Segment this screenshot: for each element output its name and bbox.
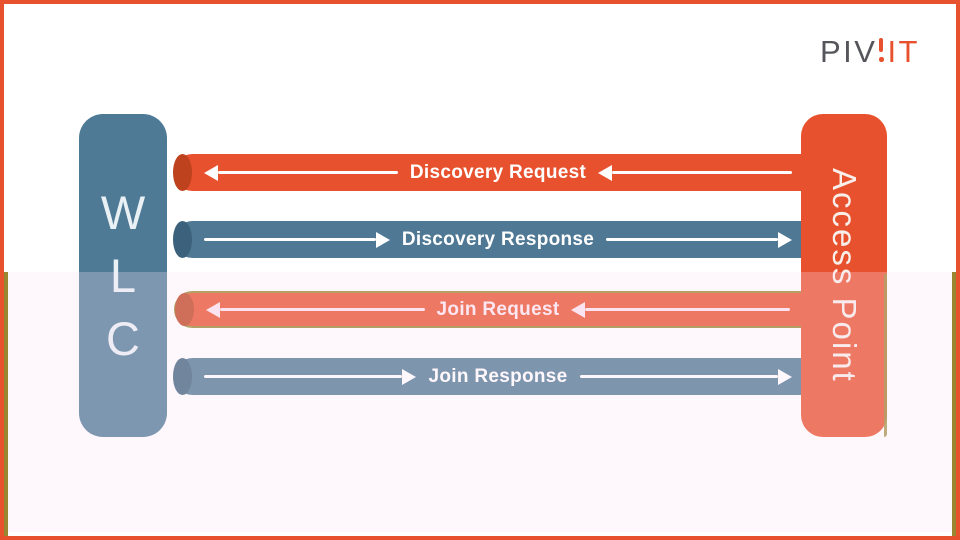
arrow-left-icon: [206, 301, 425, 318]
arrow-right-icon: [606, 231, 793, 248]
arrow-right-icon: [579, 368, 793, 385]
flow-discovery-request: Discovery Request: [173, 154, 804, 191]
logo-exclamation-icon: [878, 36, 886, 64]
access-point-label: Access Point: [826, 168, 863, 383]
arrow-right-icon: [204, 231, 390, 248]
flow-label: Join Request: [436, 298, 560, 320]
flow-label: Discovery Response: [401, 228, 595, 250]
arrow-left-icon: [204, 164, 398, 181]
flow-label: Discovery Request: [409, 161, 587, 183]
arrow-right-icon: [204, 368, 417, 385]
logo-text-orange: IT: [887, 34, 920, 69]
flow-join-response: Join Response: [173, 358, 804, 395]
frame-edge-artifact-left: [4, 272, 8, 536]
arrow-left-icon: [598, 164, 792, 181]
flow-join-request: Join Request: [174, 291, 804, 328]
flow-label: Join Response: [428, 365, 568, 387]
wlc-letter: W: [100, 186, 146, 239]
pivit-logo: PIV IT: [820, 36, 920, 67]
wlc-letter: L: [109, 249, 137, 302]
flow-discovery-response: Discovery Response: [173, 221, 804, 258]
wlc-node: W L C: [79, 114, 167, 437]
arrow-left-icon: [571, 301, 790, 318]
logo-text-gray: PIV: [819, 34, 878, 69]
frame-edge-artifact-right: [952, 272, 956, 536]
access-point-node: Access Point: [801, 114, 887, 437]
wlc-letter: C: [106, 312, 140, 365]
